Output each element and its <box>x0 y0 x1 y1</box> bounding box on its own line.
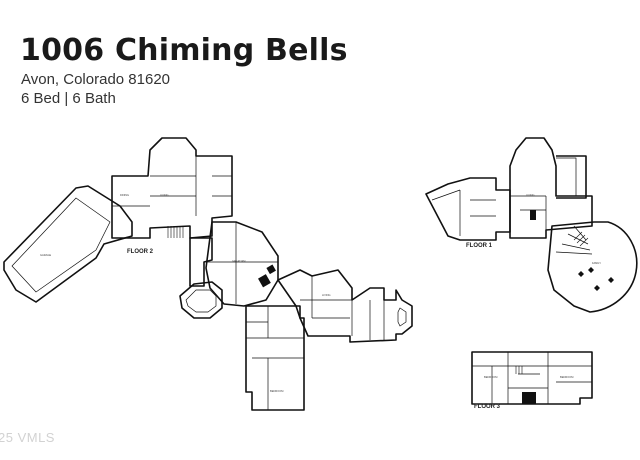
listing-address: 1006 Chiming Bells <box>20 33 348 68</box>
floor1-label: FLOOR 1 <box>466 243 493 249</box>
svg-text:LIVING: LIVING <box>160 193 169 197</box>
floor2-garage-wing <box>3 185 133 303</box>
svg-text:GREAT RM: GREAT RM <box>232 259 245 263</box>
room-labels: GARAGE LIVING DINING GREAT RM LIVING BED… <box>40 193 601 393</box>
floor2-stair-rooms <box>189 237 213 287</box>
svg-text:BEDROOM: BEDROOM <box>560 375 573 379</box>
svg-text:BEDROOM: BEDROOM <box>270 389 283 393</box>
floor2-bay-room <box>179 281 223 319</box>
svg-text:DINING: DINING <box>120 193 129 197</box>
floor2-east-wing <box>277 269 413 343</box>
svg-text:FAMILY: FAMILY <box>592 261 601 265</box>
mls-watermark: 25 VMLS <box>0 430 55 445</box>
listing-header: 1006 Chiming Bells Avon, Colorado 81620 … <box>20 34 348 108</box>
svg-text:GARAGE: GARAGE <box>40 253 51 257</box>
floor3-plan <box>471 351 593 405</box>
listing-location: Avon, Colorado 81620 <box>21 71 171 88</box>
floor1-west-rooms <box>425 177 511 241</box>
floor2-south-wing <box>245 305 305 411</box>
floor2-garage-interior <box>11 197 111 293</box>
svg-text:LIVING: LIVING <box>526 193 535 197</box>
floor1-north-room <box>556 155 587 199</box>
floor2-main-block <box>111 137 233 239</box>
svg-text:LIVING: LIVING <box>322 293 331 297</box>
floor2-label: FLOOR 2 <box>127 249 154 255</box>
floor1-round-room <box>547 221 638 313</box>
svg-text:BEDROOM: BEDROOM <box>484 375 497 379</box>
floor3-label: FLOOR 3 <box>474 404 501 410</box>
floor2-center-wing <box>205 221 279 307</box>
listing-beds-baths: 6 Bed | 6 Bath <box>21 90 116 107</box>
floor1-center-block <box>509 137 593 239</box>
